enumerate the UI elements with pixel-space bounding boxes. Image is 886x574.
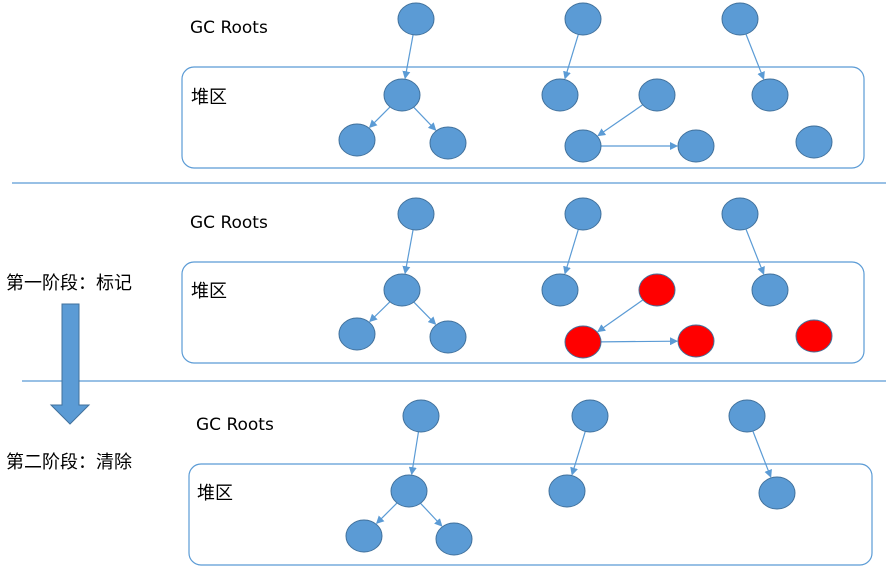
reference-arrow (413, 106, 437, 131)
object-node (338, 317, 376, 351)
reference-arrow (597, 299, 644, 333)
reference-arrow (563, 229, 579, 275)
object-node (751, 273, 789, 307)
panel-initial: GC Roots 堆区 (181, 18, 865, 169)
object-node (564, 129, 602, 163)
panel-mark: GC Roots 堆区 (181, 213, 865, 364)
gc-roots-label: GC Roots (190, 213, 268, 233)
reference-arrow (368, 106, 391, 129)
reference-arrow (600, 337, 679, 346)
reference-arrow (420, 502, 443, 527)
object-node (795, 125, 833, 159)
gc-root-node (402, 399, 440, 433)
reference-arrow (402, 229, 414, 275)
reference-arrow (413, 301, 437, 325)
gc-root-node (571, 399, 609, 433)
garbage-object-node (677, 324, 715, 358)
object-node (758, 476, 796, 510)
reference-arrow (563, 34, 579, 80)
reference-arrow (570, 431, 586, 476)
object-node (548, 474, 586, 508)
gc-root-node (397, 2, 435, 36)
gc-roots-label: GC Roots (196, 415, 274, 435)
object-node (345, 519, 383, 553)
object-node (338, 123, 376, 157)
reference-arrow (369, 301, 391, 323)
object-node (383, 273, 421, 307)
heap-area (188, 463, 873, 566)
reference-arrow (752, 430, 772, 478)
gc-root-node (564, 2, 602, 36)
stage-down-arrow (49, 303, 91, 425)
stage-sweep-label: 第二阶段：清除 (6, 452, 132, 473)
object-node (390, 474, 428, 508)
reference-arrow (745, 33, 765, 80)
heap-label: 堆区 (191, 281, 227, 302)
object-node (383, 78, 421, 112)
heap-area (181, 66, 865, 169)
reference-arrow (408, 431, 420, 476)
object-node (435, 522, 473, 556)
garbage-object-node (564, 325, 602, 359)
object-node (429, 320, 467, 354)
object-nodes (338, 2, 833, 556)
object-node (541, 273, 579, 307)
stage-mark-label: 第一阶段：标记 (6, 273, 132, 294)
gc-roots-label: GC Roots (190, 18, 268, 38)
gc-root-node (721, 197, 759, 231)
reference-arrow (745, 228, 765, 275)
object-node (638, 78, 676, 112)
object-node (541, 78, 579, 112)
panel-sweep: GC Roots 堆区 (188, 415, 873, 566)
object-node (677, 129, 715, 163)
reference-arrow (402, 34, 414, 80)
gc-root-node (397, 197, 435, 231)
gc-root-node (728, 399, 766, 433)
heap-label: 堆区 (197, 483, 233, 504)
object-node (751, 78, 789, 112)
heap-area (181, 261, 865, 364)
reference-arrow (375, 502, 398, 525)
gc-root-node (721, 2, 759, 36)
garbage-object-node (638, 273, 676, 307)
garbage-object-node (795, 319, 833, 353)
reference-arrow (597, 104, 644, 137)
gc-root-node (564, 197, 602, 231)
object-node (429, 126, 467, 160)
heap-label: 堆区 (191, 87, 227, 108)
reference-edges (368, 33, 772, 527)
